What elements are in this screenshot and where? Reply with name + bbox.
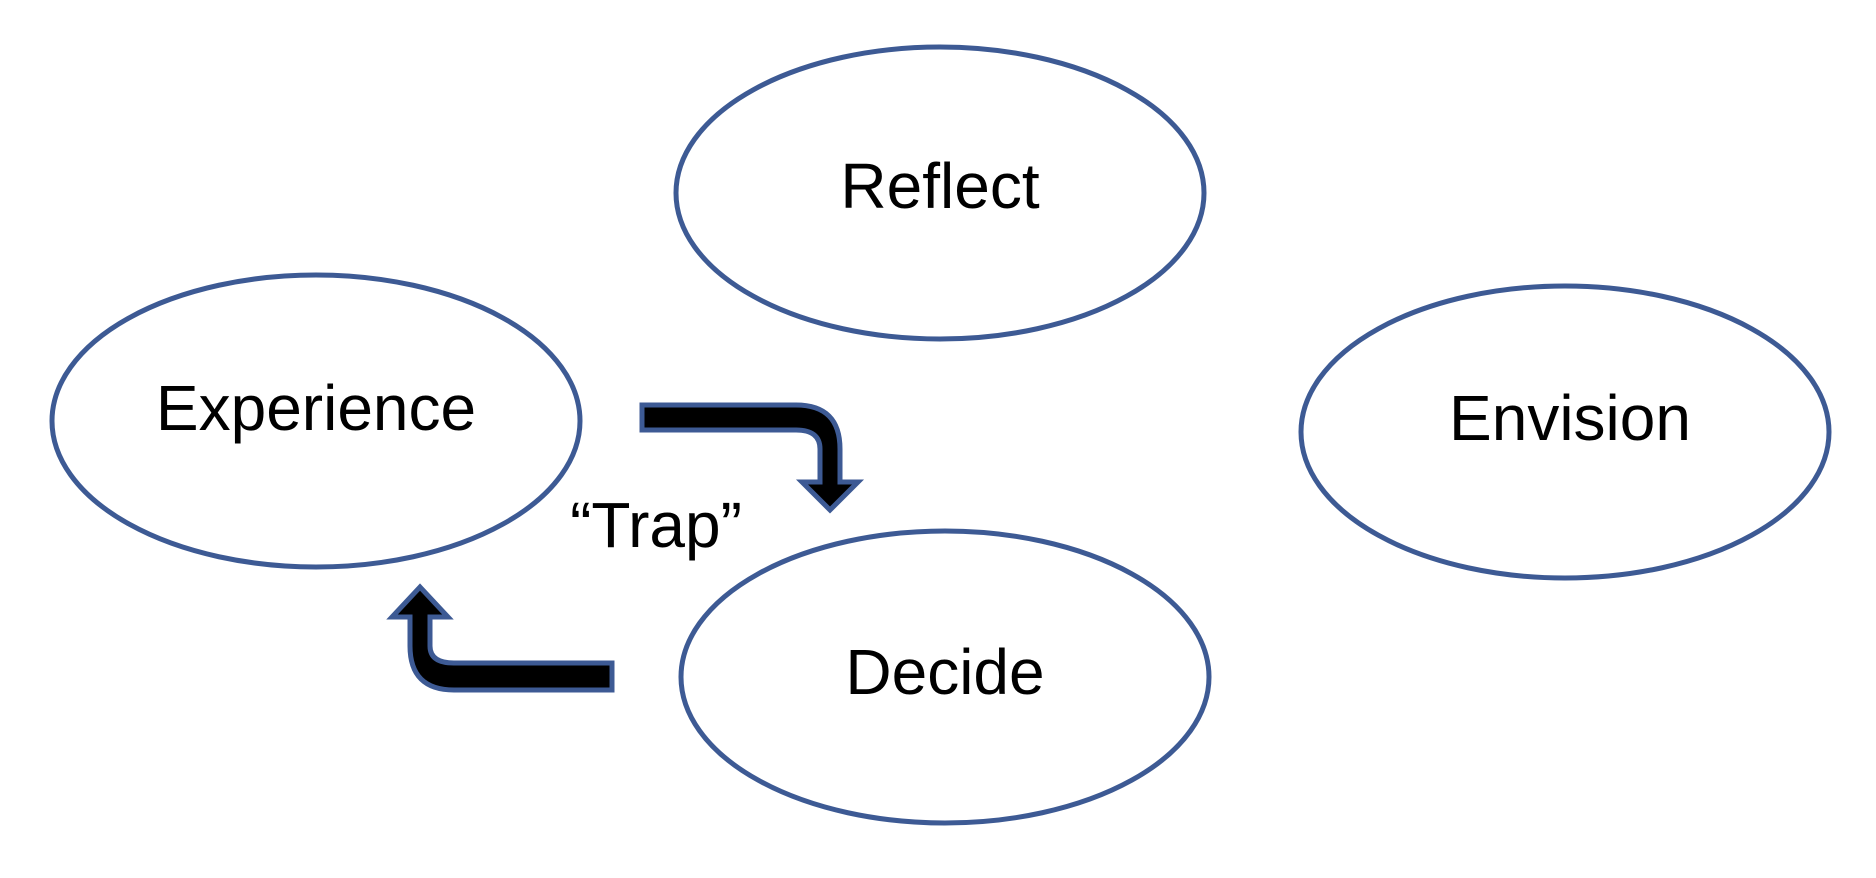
arrow-decide-to-experience: [386, 583, 615, 693]
node-decide-ellipse: [678, 528, 1212, 826]
node-envision: Envision: [1298, 283, 1832, 581]
trap-label: “Trap”: [570, 489, 742, 561]
node-reflect-label: Reflect: [840, 150, 1039, 222]
node-decide-label: Decide: [845, 636, 1044, 708]
arrow-experience-to-decide: [639, 402, 865, 514]
node-experience-label: Experience: [156, 372, 476, 444]
node-experience: Experience: [49, 272, 583, 570]
node-experience-ellipse: [49, 272, 583, 570]
node-decide: Decide: [678, 528, 1212, 826]
node-envision-ellipse: [1298, 283, 1832, 581]
node-reflect-ellipse: [673, 44, 1207, 342]
node-envision-label: Envision: [1449, 382, 1691, 454]
node-reflect: Reflect: [673, 44, 1207, 342]
